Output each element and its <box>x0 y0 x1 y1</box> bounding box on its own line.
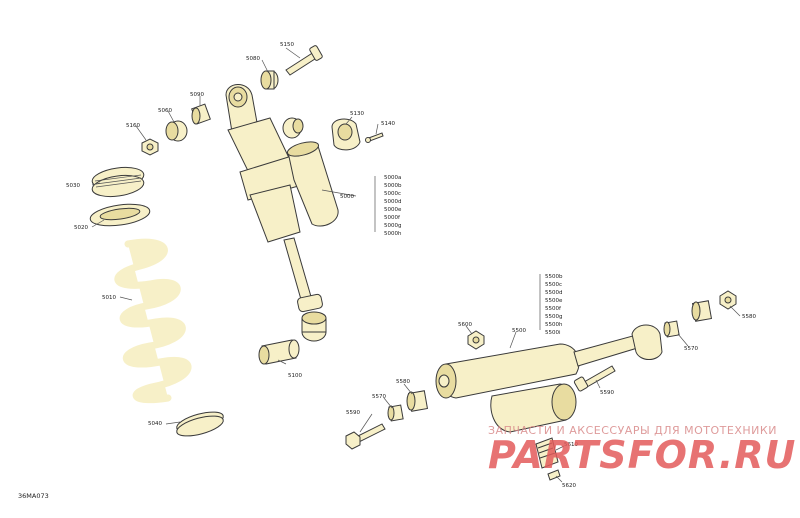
spacer-5090 <box>191 103 211 125</box>
callout-5100: 5100 <box>288 373 302 379</box>
variant-5500-b: 5500b <box>545 274 563 280</box>
bolt-5150 <box>285 45 323 76</box>
bushing-5060 <box>165 120 188 142</box>
callout-5580-right: 5580 <box>742 314 756 320</box>
retainer-5020 <box>89 203 151 227</box>
watermark-logo: PARTSFOR.RU <box>488 433 796 477</box>
callout-5150: 5150 <box>280 42 294 48</box>
spacer-5570-right <box>663 320 680 338</box>
callout-5600: 5600 <box>458 322 472 328</box>
callout-5570-right: 5570 <box>684 346 698 352</box>
callout-5040: 5040 <box>148 421 162 427</box>
watermark-tagline: ЗАПЧАСТИ И АКСЕССУАРЫ ДЛЯ МОТОТЕХНИКИ <box>488 424 777 437</box>
variant-list-5000: 5000a 5000b 5000c 5000d 5000e 5000f 5000… <box>384 175 402 237</box>
spring-5010 <box>114 238 192 404</box>
shock-body-5500 <box>435 324 663 469</box>
callout-labels: 5150 5080 5090 5060 5160 5130 5140 5030 … <box>18 42 756 500</box>
callout-5610: 5610 <box>564 442 578 448</box>
callout-5130: 5130 <box>350 111 364 117</box>
callout-5580-mid: 5580 <box>396 379 410 385</box>
nut-5580-right <box>719 290 737 310</box>
callout-5160: 5160 <box>126 123 140 129</box>
variant-5000-c: 5000c <box>384 191 401 197</box>
callout-5010: 5010 <box>102 295 116 301</box>
variant-5000-e: 5000e <box>384 207 402 213</box>
variant-5500-g: 5500g <box>545 314 563 320</box>
variant-5500-c: 5500c <box>545 282 562 288</box>
screw-5620 <box>547 469 561 481</box>
diagram-reference-code: 36MA073 <box>18 492 49 500</box>
variant-5000-f: 5000f <box>384 215 401 221</box>
bushing-5080-top <box>260 70 279 90</box>
callout-5590-right: 5590 <box>600 390 614 396</box>
variant-5000-d: 5000d <box>384 199 402 205</box>
callout-5060: 5060 <box>158 108 172 114</box>
callout-5590-left: 5590 <box>346 410 360 416</box>
collar-5040 <box>176 411 224 437</box>
variant-5500-d: 5500d <box>545 290 563 296</box>
variant-list-5500: 5500b 5500c 5500d 5500e 5500f 5500g 5500… <box>545 274 563 336</box>
callout-5620: 5620 <box>562 483 576 489</box>
variant-5500-i: 5500i <box>545 330 561 336</box>
spacer-5570-left <box>387 404 404 422</box>
leader-lines <box>91 47 741 483</box>
variant-5500-f: 5500f <box>545 306 562 312</box>
bushing-5590-right <box>691 300 713 322</box>
shock-body-5000 <box>225 84 339 313</box>
clevis-5130 <box>331 118 361 151</box>
collar-5030 <box>91 166 145 198</box>
variant-5000-b: 5000b <box>384 183 402 189</box>
bushing-5100 <box>258 339 300 365</box>
callout-5020: 5020 <box>74 225 88 231</box>
nut-5160 <box>141 138 159 156</box>
variant-5500-e: 5500e <box>545 298 563 304</box>
bushing-5580-left <box>406 390 429 412</box>
variant-5000-g: 5000g <box>384 223 402 229</box>
bolt-5590-right <box>573 365 616 392</box>
variant-5000-a: 5000a <box>384 175 401 181</box>
screw-5140 <box>365 132 384 143</box>
callout-5030: 5030 <box>66 183 80 189</box>
upper-shock-assembly <box>89 45 384 437</box>
callout-5500: 5500 <box>512 328 526 334</box>
variant-5000-h: 5000h <box>384 231 402 237</box>
callout-5000: 5000 <box>340 194 354 200</box>
callout-5090: 5090 <box>190 92 204 98</box>
callout-5080: 5080 <box>246 56 260 62</box>
lower-eye-5100 <box>301 311 327 342</box>
callout-5570-left: 5570 <box>372 394 386 400</box>
lower-shock-assembly <box>345 290 737 481</box>
callout-5140: 5140 <box>381 121 395 127</box>
bolt-5590-left <box>345 423 386 450</box>
variant-5500-h: 5500h <box>545 322 563 328</box>
nut-5600 <box>467 330 485 350</box>
watermark: ЗАПЧАСТИ И АКСЕССУАРЫ ДЛЯ МОТОТЕХНИКИ PA… <box>488 424 796 477</box>
